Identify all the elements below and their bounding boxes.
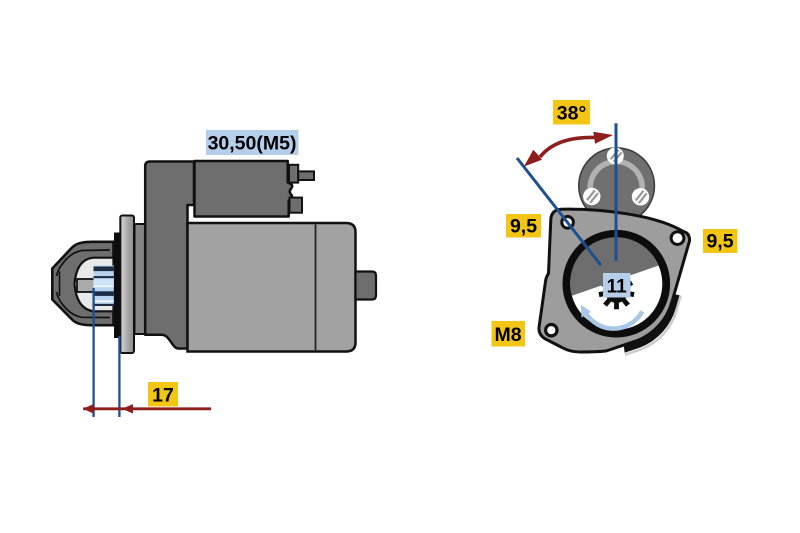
svg-text:M8: M8 bbox=[494, 324, 521, 346]
svg-text:9,5: 9,5 bbox=[706, 231, 733, 253]
svg-text:38°: 38° bbox=[557, 103, 587, 125]
svg-text:9,5: 9,5 bbox=[510, 216, 537, 238]
svg-text:17: 17 bbox=[152, 385, 174, 407]
svg-text:11: 11 bbox=[607, 277, 628, 298]
svg-text:30,50(M5): 30,50(M5) bbox=[208, 133, 297, 155]
